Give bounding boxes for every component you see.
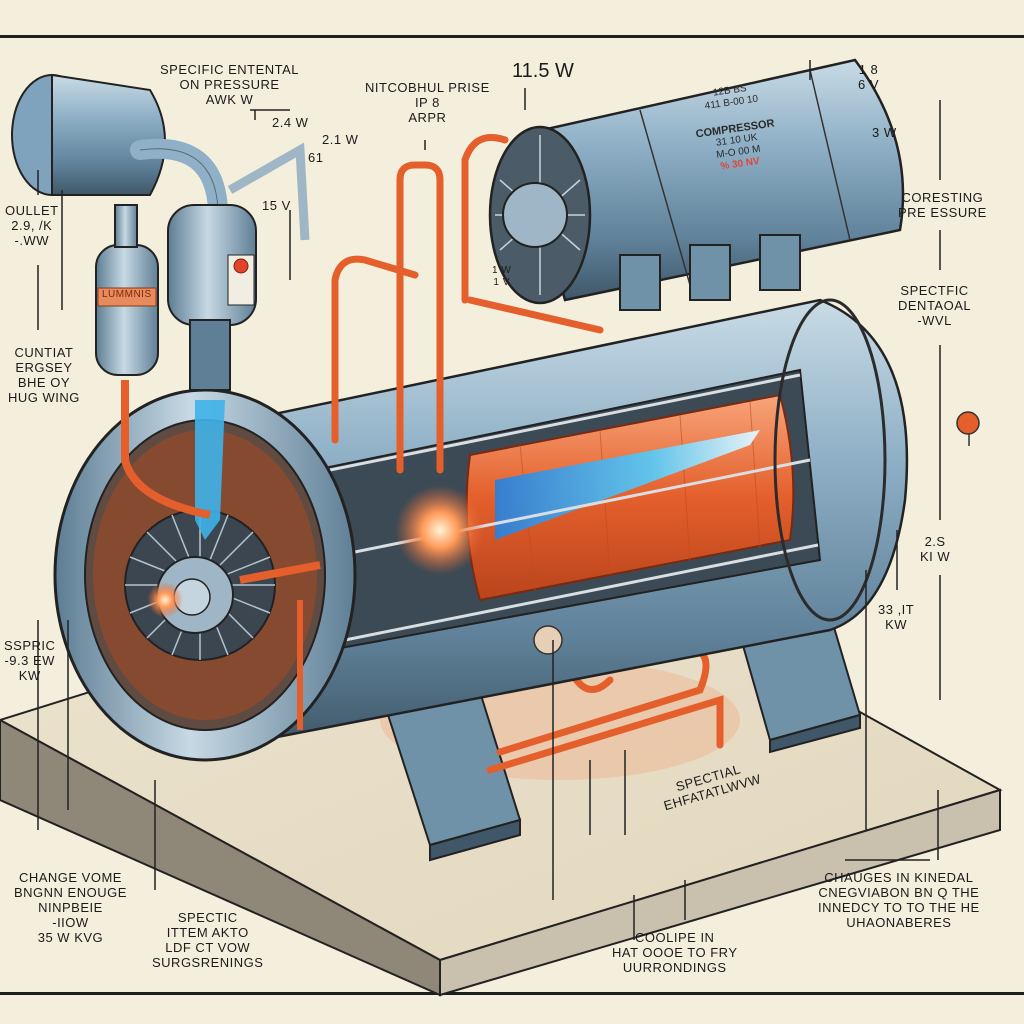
top-border	[0, 35, 1024, 38]
annotation-constant-energy: Cuntiat ergsey bhe oy hug wing	[8, 345, 80, 405]
value-1-8-6v: 1 8 6 v	[858, 62, 879, 92]
annotation-line: arpr	[408, 110, 447, 125]
value-text: 11.5 w	[512, 60, 574, 82]
expansion-valve	[167, 142, 310, 391]
front-housing	[53, 380, 357, 762]
annotation-line: uurrondings	[622, 960, 727, 975]
value-2-4w: 2.4 w	[272, 115, 308, 130]
bottom-border	[0, 992, 1024, 995]
annotation-cooling: Coolipe in hat oooe to fry uurrondings	[612, 930, 738, 975]
value-text: 2.1 w	[322, 132, 359, 147]
value-61: 61	[308, 150, 323, 165]
power-rating-11-5w: 11.5 w	[512, 60, 574, 82]
annotation-line: hat oooe to fry	[612, 945, 738, 960]
annotation-line: pre essure	[898, 205, 987, 220]
accumulator-left	[95, 204, 159, 376]
annotation-line: Spectic	[177, 910, 238, 925]
value-text: 15 v	[262, 198, 291, 213]
value-text: 61	[308, 150, 324, 165]
value-line: ki w	[920, 549, 951, 564]
value-15v: 15 v	[262, 198, 291, 213]
value-3w: 3 w	[872, 125, 897, 140]
value-line: kw	[885, 617, 908, 632]
value-1w-1v: 1 w 1 v	[492, 265, 511, 289]
annotation-line: -iiow	[52, 915, 89, 930]
indicator-marker	[956, 411, 980, 446]
muffler-top-left	[11, 73, 228, 220]
annotation-change-volume: Change vome bngnn enouge ninpbeie -iiow …	[14, 870, 127, 945]
annotation-line: Coresting	[901, 190, 984, 205]
annotation-line: -9.3 ew	[4, 653, 55, 668]
annotation-line: ip 8	[414, 95, 440, 110]
annotation-line: -.ww	[14, 233, 50, 248]
value-line: 1 w	[492, 265, 512, 276]
annotation-line: Coolipe in	[635, 930, 715, 945]
value-text: 2.4 w	[272, 115, 309, 130]
annotation-specific-left: Sspric -9.3 ew kw	[4, 638, 55, 683]
annotation-changes-kinetic: Chauges in kinedal cnegviabon bn q the i…	[818, 870, 980, 930]
annotation-nitrogen-prise: Nitcobhul prise ip 8 arpr	[365, 80, 490, 125]
annotation-line: Oullet	[5, 203, 59, 218]
annotation-coresting-pressure: Coresting pre essure	[898, 190, 987, 220]
value-line: 2.s	[924, 534, 946, 549]
annotation-line: Specific entental	[160, 62, 300, 77]
annotation-line: awk w	[205, 92, 254, 107]
value-line: 1 8	[858, 62, 879, 77]
value-line: 1 v	[493, 277, 510, 288]
annotation-line: kw	[18, 668, 41, 683]
compressor-drum	[488, 58, 905, 311]
annotation-specific-potential: Specific entental on pressure awk w	[160, 62, 299, 107]
annotation-line: Nitcobhul prise	[365, 80, 490, 95]
annotation-specific-dental: Spectfic dentaoal -wvl	[898, 283, 971, 328]
annotation-line: hug wing	[8, 390, 80, 405]
leader-lines	[37, 60, 941, 940]
annotation-line: ninpbeie	[38, 900, 103, 915]
annotation-line: ergsey	[15, 360, 73, 375]
annotation-line: ldf ct vow	[165, 940, 251, 955]
filter-band-label: Lummnis	[102, 289, 152, 301]
annotation-line: Sspric	[4, 638, 56, 653]
annotation-line: -wvl	[917, 313, 952, 328]
annotation-line: cnegviabon bn q the	[818, 885, 980, 900]
annotation-line: Change vome	[18, 870, 122, 885]
value-line: 6 v	[858, 77, 880, 92]
annotation-line: uhaonaberes	[846, 915, 952, 930]
value-33kw: 33 ,it kw	[878, 602, 914, 632]
annotation-line: 35 w kvg	[37, 930, 104, 945]
annotation-line: bngnn enouge	[14, 885, 127, 900]
annotation-line: 2.9, /k	[11, 218, 53, 233]
value-text: 3 w	[872, 125, 897, 140]
annotation-line: on pressure	[179, 77, 280, 92]
annotation-line: innedcy to to the he	[818, 900, 980, 915]
annotation-line: Chauges in kinedal	[824, 870, 974, 885]
annotation-line: bhe oy	[17, 375, 70, 390]
annotation-line: Spectfic	[900, 283, 969, 298]
annotation-line: dentaoal	[898, 298, 972, 313]
annotation-specific-item: Spectic ittem akto ldf ct vow surgsrenin…	[152, 910, 263, 970]
value-line: 33 ,it	[878, 602, 915, 617]
value-2-1w: 2.1 w	[322, 132, 358, 147]
annotation-line: Cuntiat	[14, 345, 74, 360]
annotation-line: ittem akto	[166, 925, 249, 940]
value-2-5kw: 2.s ki w	[920, 534, 950, 564]
annotation-line: surgsrenings	[152, 955, 264, 970]
copper-riser-pipes	[331, 134, 604, 474]
spark-burst	[395, 485, 485, 575]
value-text: Lummnis	[102, 289, 152, 300]
annotation-outlet: Oullet 2.9, /k -.ww	[5, 203, 59, 248]
